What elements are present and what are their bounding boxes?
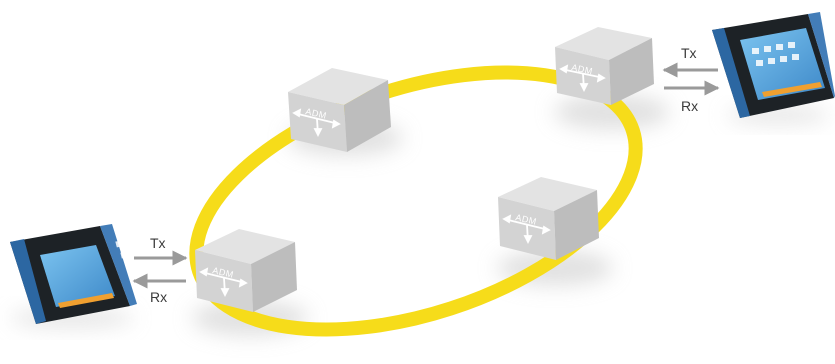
test-device-right[interactable] <box>712 12 835 124</box>
rx-label-right: Rx <box>681 98 698 114</box>
test-device-left[interactable] <box>0 0 153 328</box>
adm-node-bottom-right[interactable]: ADM <box>498 177 599 260</box>
tx-label-left: Tx <box>150 235 166 251</box>
screen-app-icons <box>115 236 152 258</box>
left-link: Tx Rx <box>134 235 186 305</box>
adm-node-top-right[interactable]: ADM <box>555 27 654 105</box>
device-screen <box>0 0 1 1</box>
tx-label-right: Tx <box>681 45 697 61</box>
rx-label-left: Rx <box>150 289 167 305</box>
right-link: Tx Rx <box>664 45 718 114</box>
adm-node-bottom-left[interactable]: ADM <box>195 229 297 312</box>
